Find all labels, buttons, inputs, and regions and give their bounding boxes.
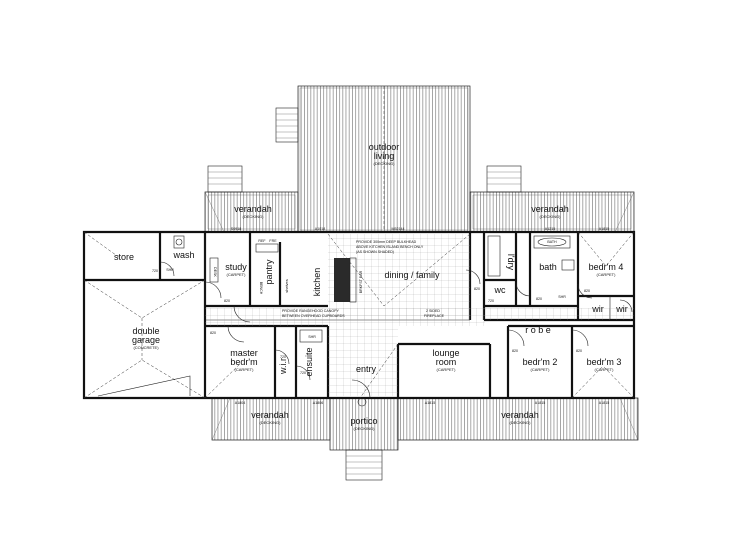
label-decking-front-left: (DECKING) bbox=[260, 420, 282, 425]
note-fireplace-2: FIREPLACE bbox=[424, 314, 445, 318]
label-bedroom-2-carpet: (CARPET) bbox=[531, 367, 551, 372]
label-double-garage-1: double bbox=[132, 326, 159, 336]
label-entry: entry bbox=[356, 364, 377, 374]
label-lounge-carpet: (CARPET) bbox=[437, 367, 457, 372]
window-code-bed3: A1815 bbox=[599, 401, 609, 405]
window-code-kitchen: A1018 bbox=[315, 227, 325, 231]
door-size-bed3: 820 bbox=[576, 349, 582, 353]
tiled-floors bbox=[204, 231, 635, 399]
label-bedroom-4-carpet: (CARPET) bbox=[597, 272, 617, 277]
window-code-bath: A1215 bbox=[545, 227, 555, 231]
label-shr-ensuite: SHR bbox=[308, 335, 316, 339]
label-bedroom-3: bedr'm 3 bbox=[587, 357, 622, 367]
door-size-wc: 720 bbox=[488, 299, 494, 303]
window-code-master-2: A1806 bbox=[313, 401, 323, 405]
label-fre: FRE bbox=[269, 239, 277, 243]
label-bedroom-2: bedr'm 2 bbox=[523, 357, 558, 367]
window-code-master-1: A1804 bbox=[235, 401, 245, 405]
label-bench: BENCH bbox=[259, 282, 263, 295]
label-breaky-bar: BRKFST BAR bbox=[359, 270, 363, 293]
label-desk: DESK bbox=[213, 267, 217, 277]
label-ensuite: ensuite bbox=[304, 347, 314, 376]
label-double-garage-2: garage bbox=[132, 335, 160, 345]
label-wash: wash bbox=[172, 250, 194, 260]
label-shelves: shelves bbox=[284, 279, 289, 293]
label-decking-front-right: (DECKING) bbox=[510, 420, 532, 425]
label-outdoor-living-sub: (DECKING) bbox=[374, 161, 396, 166]
label-master-carpet: (CARPET) bbox=[235, 367, 255, 372]
label-store: store bbox=[114, 252, 134, 262]
label-wir-1: wir bbox=[591, 304, 604, 314]
outdoor-living-deck bbox=[275, 85, 471, 233]
rear-verandah-left bbox=[204, 165, 299, 233]
label-master-wir: w.i.r bbox=[278, 358, 288, 375]
label-wc: wc bbox=[494, 285, 506, 295]
label-shr-wash: SHR bbox=[166, 268, 174, 272]
label-lounge-2: room bbox=[436, 357, 457, 367]
garage-hip-lines bbox=[83, 231, 206, 399]
label-bedroom-4: bedr'm 4 bbox=[589, 262, 624, 272]
window-code-study: S0918 bbox=[231, 227, 241, 231]
label-ref: REF bbox=[258, 239, 266, 243]
label-bath: bath bbox=[539, 262, 557, 272]
note-rangehood-2: BETWEEN OVERHEAD CUPBOARDS bbox=[282, 314, 345, 318]
label-garage-concrete: (CONCRETE) bbox=[133, 345, 159, 350]
label-kitchen: kitchen bbox=[312, 268, 322, 297]
label-verandah-rear-left: verandah bbox=[234, 204, 272, 214]
door-size-bed2: 820 bbox=[512, 349, 518, 353]
window-code-bed2: A1815 bbox=[535, 401, 545, 405]
door-size-wir: 720 bbox=[280, 355, 286, 359]
door-size-ensuite: 720 bbox=[300, 371, 306, 375]
kitchen-island bbox=[334, 257, 357, 303]
label-study: study bbox=[225, 262, 247, 272]
label-outdoor-living-2: living bbox=[374, 151, 395, 161]
window-code-dining: M52144 bbox=[392, 227, 405, 231]
label-bath-tub: BATH bbox=[547, 240, 557, 244]
window-code-lounge: A1815 bbox=[425, 401, 435, 405]
fixtures bbox=[173, 235, 575, 407]
note-fireplace-1: 2 SIDED bbox=[426, 309, 440, 313]
label-study-carpet: (CARPET) bbox=[227, 272, 247, 277]
label-bedroom-3-carpet: (CARPET) bbox=[595, 367, 615, 372]
label-portico-decking: (DECKING) bbox=[354, 426, 376, 431]
label-outdoor-living-1: outdoor bbox=[369, 142, 400, 152]
label-shr-bath: SHR bbox=[558, 295, 566, 299]
door-size-store: 720 bbox=[152, 269, 158, 273]
label-portico: portico bbox=[350, 416, 377, 426]
door-size-bed4: 820 bbox=[584, 289, 590, 293]
label-master-1: master bbox=[230, 348, 258, 358]
label-master-2: bedr'm bbox=[230, 357, 257, 367]
label-decking-rear-right: (DECKING) bbox=[540, 214, 562, 219]
label-laundry: l'dry bbox=[506, 254, 516, 271]
label-robe: r o b e bbox=[525, 325, 551, 335]
front-portico bbox=[329, 397, 399, 481]
label-verandah-rear-right: verandah bbox=[531, 204, 569, 214]
label-lounge-1: lounge bbox=[432, 348, 459, 358]
note-bulkhead-1: PROVIDE 300mm DEEP BULKHEAD bbox=[356, 240, 417, 244]
note-bulkhead-2: ABOVE KITCHEN ISLAND BENCH ONLY bbox=[356, 245, 424, 249]
window-code-bed4: A1815 bbox=[599, 227, 609, 231]
label-dining-family: dining / family bbox=[384, 270, 440, 280]
door-size-master: 820 bbox=[210, 331, 216, 335]
note-rangehood-1: PROVIDE RANGEHOOD CANOPY bbox=[282, 309, 340, 313]
label-wir-2: wir bbox=[615, 304, 628, 314]
label-pantry: pantry bbox=[264, 259, 274, 285]
door-swings bbox=[159, 261, 633, 399]
label-verandah-front-left: verandah bbox=[251, 410, 289, 420]
door-size-bath: 820 bbox=[536, 297, 542, 301]
door-size-laundry: 820 bbox=[474, 287, 480, 291]
rear-verandah-right bbox=[469, 165, 635, 233]
label-decking-rear-left: (DECKING) bbox=[243, 214, 265, 219]
label-verandah-front-right: verandah bbox=[501, 410, 539, 420]
door-size-study: 820 bbox=[224, 299, 230, 303]
note-bulkhead-3: (AS SHOWN SHADED) bbox=[356, 250, 394, 254]
